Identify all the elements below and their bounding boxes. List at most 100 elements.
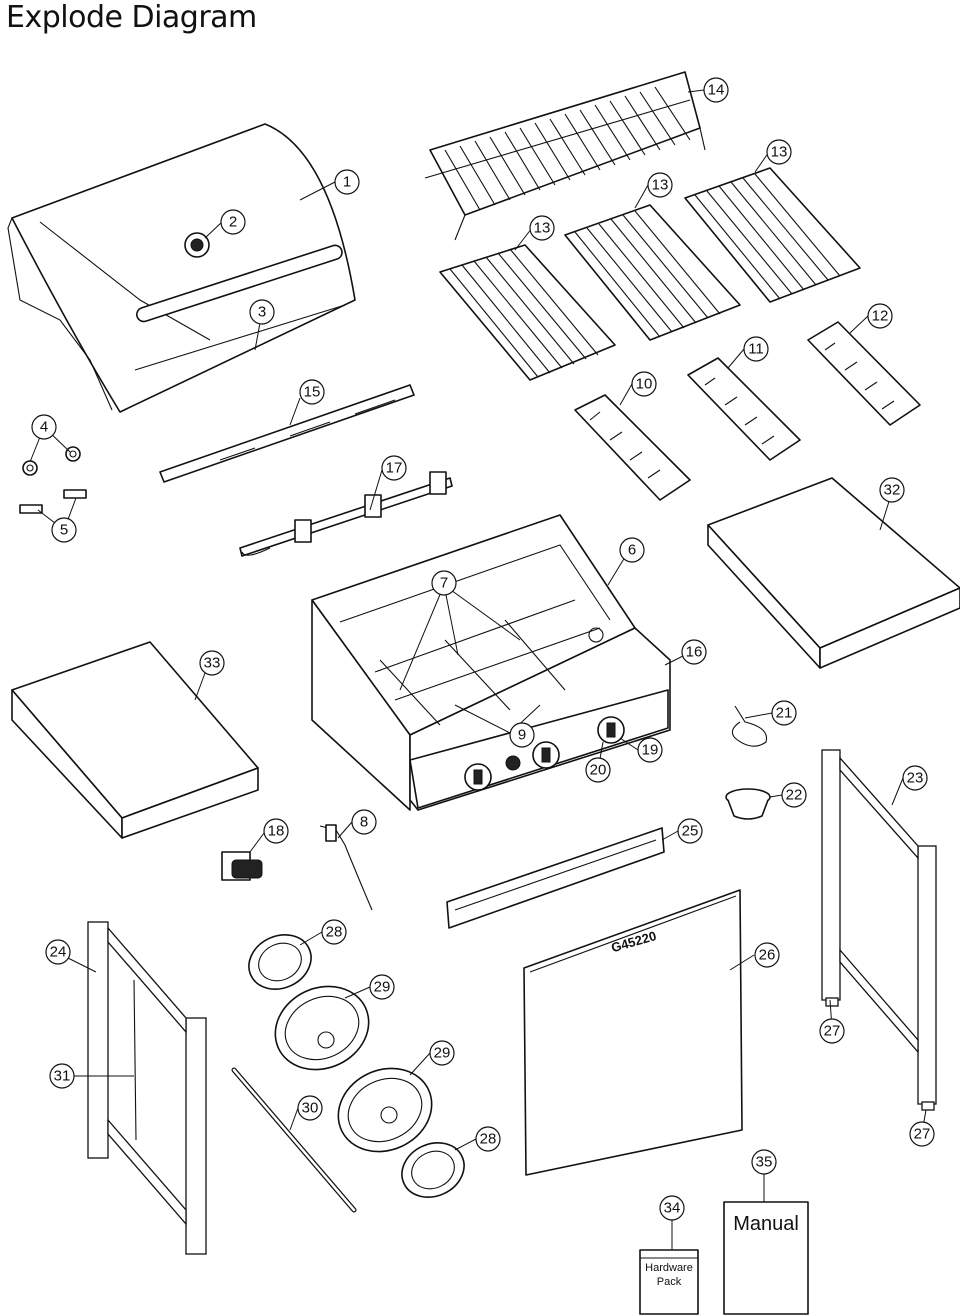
callout-15-number: 15 xyxy=(304,384,321,401)
cooking-grid-left-part xyxy=(439,244,616,381)
warming-rack-part xyxy=(424,71,706,241)
callout-16-number: 16 xyxy=(686,644,703,661)
callout-12: 12 xyxy=(867,303,893,329)
regulator-part xyxy=(221,851,263,881)
cooking-grid-right-part xyxy=(684,167,861,303)
callout-13-b-number: 13 xyxy=(652,177,669,194)
callout-4-number: 4 xyxy=(40,419,48,436)
callout-28-a: 28 xyxy=(321,919,347,945)
tank-hook-part xyxy=(731,705,768,747)
callout-29-a-number: 29 xyxy=(374,979,391,996)
callout-6-number: 6 xyxy=(628,542,636,559)
callout-29-a: 29 xyxy=(369,974,395,1000)
callout-15: 15 xyxy=(299,379,325,405)
callout-31-number: 31 xyxy=(54,1068,71,1085)
side-shelf-left-part xyxy=(11,641,259,839)
callout-11: 11 xyxy=(743,336,769,362)
callout-9-number: 9 xyxy=(518,727,526,744)
callout-19: 19 xyxy=(637,737,663,763)
callout-32: 32 xyxy=(879,477,905,503)
callout-24-number: 24 xyxy=(50,944,67,961)
bumper-part xyxy=(19,489,87,514)
callout-16: 16 xyxy=(681,639,707,665)
callout-11-number: 11 xyxy=(748,341,764,358)
callout-21-number: 21 xyxy=(776,705,793,722)
callout-30: 30 xyxy=(297,1095,323,1121)
callout-14-number: 14 xyxy=(708,82,725,99)
callout-26: 26 xyxy=(754,942,780,968)
heat-tent-12-part xyxy=(807,321,921,426)
door-part: G45220 xyxy=(523,889,743,1176)
callout-23: 23 xyxy=(902,765,928,791)
manual-label: Manual xyxy=(733,1213,799,1235)
callout-18: 18 xyxy=(263,818,289,844)
nut-part xyxy=(22,446,81,476)
callout-27-a-number: 27 xyxy=(824,1023,841,1040)
axle-part xyxy=(231,1067,357,1213)
hubcap-upper-part xyxy=(248,934,312,990)
callout-13-a: 13 xyxy=(529,215,555,241)
control-knob-right-part xyxy=(597,716,625,744)
side-shelf-right-part xyxy=(707,477,960,669)
callout-13-b: 13 xyxy=(647,172,673,198)
igniter-wire-part xyxy=(319,824,373,911)
callout-27-b-number: 27 xyxy=(914,1126,931,1143)
callout-3: 3 xyxy=(249,299,275,325)
callout-8-number: 8 xyxy=(360,814,368,831)
callout-27-a: 27 xyxy=(819,1018,845,1044)
callout-19-number: 19 xyxy=(642,742,659,759)
callout-5-number: 5 xyxy=(60,522,68,539)
callout-12-number: 12 xyxy=(872,308,889,325)
firebox-part xyxy=(311,514,671,811)
callout-1-number: 1 xyxy=(343,174,351,191)
callout-6: 6 xyxy=(619,537,645,563)
callout-14: 14 xyxy=(703,77,729,103)
callout-10: 10 xyxy=(631,371,657,397)
cart-side-right-part xyxy=(821,749,937,1111)
callout-28-b-number: 28 xyxy=(480,1131,497,1148)
callout-1: 1 xyxy=(334,169,360,195)
callout-20-number: 20 xyxy=(590,762,607,779)
callout-2-number: 2 xyxy=(229,214,237,231)
callout-34-number: 34 xyxy=(664,1200,681,1217)
callout-18-number: 18 xyxy=(268,823,285,840)
front-brace-part xyxy=(446,827,665,929)
heat-tent-11-part xyxy=(687,357,801,461)
callout-3-number: 3 xyxy=(258,304,266,321)
callout-25: 25 xyxy=(677,818,703,844)
callout-13-c-number: 13 xyxy=(771,144,788,161)
callout-26-number: 26 xyxy=(759,947,776,964)
callout-22: 22 xyxy=(781,782,807,808)
callout-33-number: 33 xyxy=(204,655,221,672)
callout-22-number: 22 xyxy=(786,787,803,804)
callout-9: 9 xyxy=(509,722,535,748)
wheel-upper-part xyxy=(274,985,370,1071)
callout-33: 33 xyxy=(199,650,225,676)
callout-20: 20 xyxy=(585,757,611,783)
callout-7: 7 xyxy=(431,570,457,596)
callout-8: 8 xyxy=(351,809,377,835)
manual-part: Manual xyxy=(723,1201,809,1315)
callout-5: 5 xyxy=(51,517,77,543)
callout-29-b-number: 29 xyxy=(434,1045,451,1062)
thermometer-part xyxy=(184,232,210,258)
cart-side-left-part xyxy=(87,921,207,1255)
manifold-part xyxy=(239,471,453,557)
callout-32-number: 32 xyxy=(884,482,901,499)
lid-part xyxy=(7,123,356,413)
callout-24: 24 xyxy=(45,939,71,965)
callout-34: 34 xyxy=(659,1195,685,1221)
callout-10-number: 10 xyxy=(636,376,653,393)
callout-30-number: 30 xyxy=(302,1100,319,1117)
cooking-grid-middle-part xyxy=(564,204,741,341)
callout-25-number: 25 xyxy=(682,823,699,840)
callout-28-b: 28 xyxy=(475,1126,501,1152)
hardware-pack-label-line1: Hardware xyxy=(645,1262,693,1274)
wheel-lower-part xyxy=(337,1067,433,1153)
callout-13-a-number: 13 xyxy=(534,220,551,237)
callout-13-c: 13 xyxy=(766,139,792,165)
control-knob-left-part xyxy=(464,763,492,791)
control-knob-middle-part xyxy=(532,741,560,769)
callout-35: 35 xyxy=(751,1149,777,1175)
